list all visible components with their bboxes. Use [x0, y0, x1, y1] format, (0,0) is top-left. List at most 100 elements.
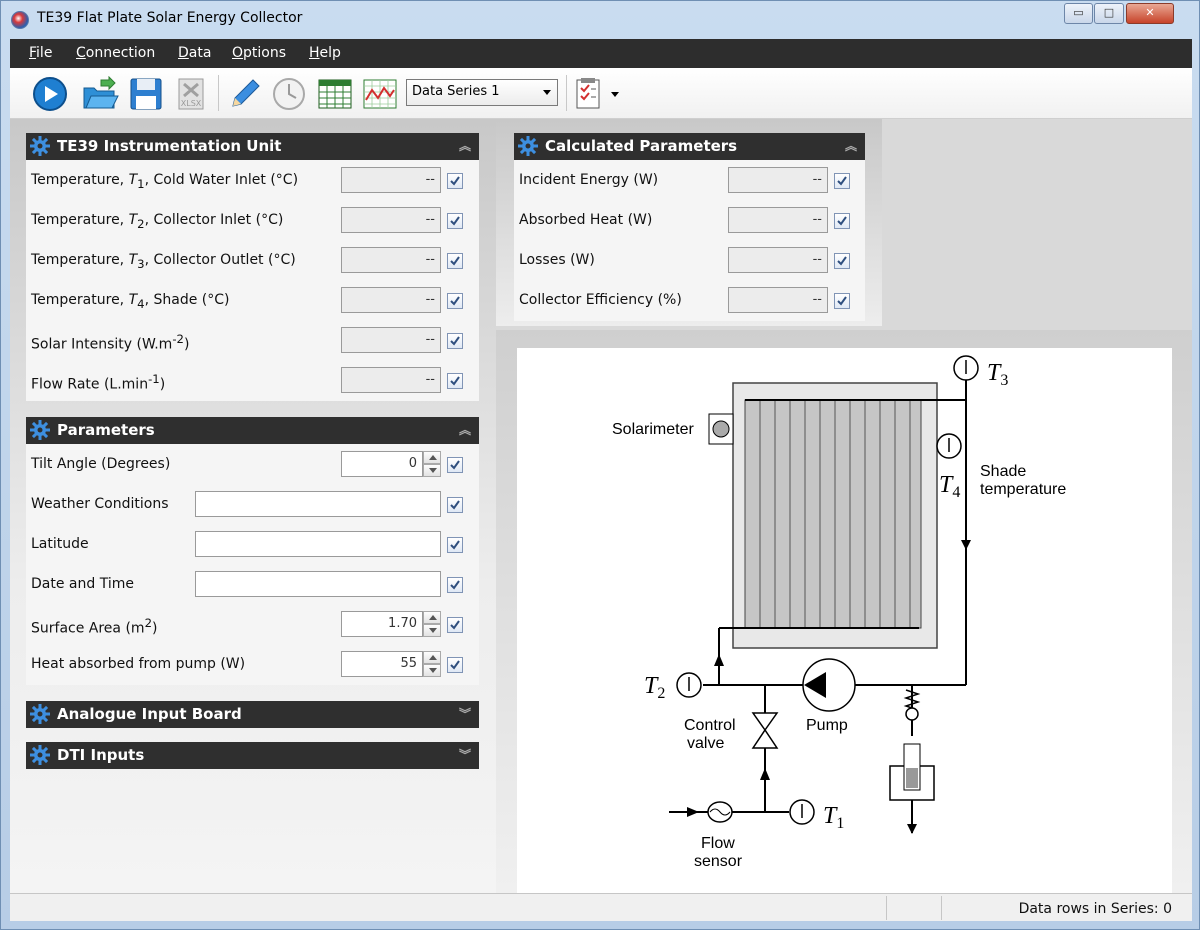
menu-bar: File Connection Data Options Help — [10, 39, 1192, 68]
spinner-down-icon[interactable] — [423, 664, 441, 677]
chevron-down-icon — [543, 90, 551, 95]
dti-inputs-panel: DTI Inputs ︾ — [26, 742, 479, 769]
heat-from-pump-spinner[interactable] — [423, 651, 441, 677]
export-xlsx-icon[interactable]: XLSX — [172, 76, 210, 112]
maximize-button[interactable]: □ — [1094, 3, 1124, 24]
table-icon[interactable] — [316, 76, 354, 112]
param-row-weather: Weather Conditions — [26, 485, 479, 525]
t3-label: T3 — [987, 360, 1008, 389]
control-valve-label-line1: Control — [684, 717, 736, 734]
incident-energy-checkbox[interactable] — [834, 173, 850, 189]
analogue-input-header[interactable]: Analogue Input Board ︾ — [26, 701, 479, 728]
report-icon[interactable] — [571, 76, 609, 112]
spinner-up-icon[interactable] — [423, 611, 441, 624]
analogue-input-title: Analogue Input Board — [57, 705, 242, 723]
weather-conditions-checkbox[interactable] — [447, 497, 463, 513]
spinner-up-icon[interactable] — [423, 451, 441, 464]
status-divider — [941, 896, 942, 920]
latitude-checkbox[interactable] — [447, 537, 463, 553]
flow-arrow-icon — [687, 807, 699, 817]
latitude-input[interactable] — [195, 531, 441, 557]
tilt-angle-spinner[interactable] — [423, 451, 441, 477]
t3-value-field[interactable]: -- — [341, 247, 441, 273]
instrumentation-title: TE39 Instrumentation Unit — [57, 137, 282, 155]
surface-area-spinner[interactable] — [423, 611, 441, 637]
surface-area-checkbox[interactable] — [447, 617, 463, 633]
flow-arrow-icon — [714, 654, 724, 666]
tilt-angle-input[interactable]: 0 — [341, 451, 423, 477]
dti-inputs-title: DTI Inputs — [57, 746, 145, 764]
play-icon[interactable] — [31, 76, 69, 112]
t1-value-field[interactable]: -- — [341, 167, 441, 193]
shade-label-line2: temperature — [980, 481, 1066, 498]
t1-checkbox[interactable] — [447, 173, 463, 189]
collapse-chevron-icon[interactable]: ︽ — [458, 139, 471, 153]
svg-text:XLSX: XLSX — [181, 99, 202, 108]
menu-data[interactable]: Data — [178, 45, 212, 61]
t4-value-field[interactable]: -- — [341, 287, 441, 313]
menu-options[interactable]: Options — [232, 45, 287, 61]
control-valve-icon — [751, 712, 779, 732]
spinner-down-icon[interactable] — [423, 464, 441, 477]
menu-connection[interactable]: Connection — [76, 45, 156, 61]
flow-arrow-icon — [760, 768, 770, 780]
data-series-select[interactable]: Data Series 1 — [406, 79, 558, 106]
flow-rate-checkbox[interactable] — [447, 373, 463, 389]
chart-icon[interactable] — [361, 76, 399, 112]
calculated-header[interactable]: Calculated Parameters ︽ — [514, 133, 865, 160]
toolbar-separator — [218, 75, 219, 111]
dti-inputs-header[interactable]: DTI Inputs ︾ — [26, 742, 479, 769]
expand-chevron-icon[interactable]: ︾ — [458, 707, 471, 721]
open-folder-icon[interactable] — [81, 76, 119, 112]
menu-help[interactable]: Help — [309, 45, 341, 61]
expand-chevron-icon[interactable]: ︾ — [458, 748, 471, 762]
shade-label-line1: Shade — [980, 463, 1026, 480]
menu-file[interactable]: File — [29, 45, 53, 61]
pump-icon — [802, 658, 856, 712]
gear-icon — [30, 745, 50, 765]
tilt-angle-checkbox[interactable] — [447, 457, 463, 473]
heat-from-pump-checkbox[interactable] — [447, 657, 463, 673]
solar-intensity-value-field[interactable]: -- — [341, 327, 441, 353]
instrument-row-flow: Flow Rate (L.min-1) -- — [26, 361, 479, 401]
instrument-row-t4: Temperature, T4, Shade (°C) -- — [26, 281, 479, 321]
report-dropdown-arrow-icon[interactable] — [610, 90, 620, 98]
collapse-chevron-icon[interactable]: ︽ — [458, 423, 471, 437]
save-icon[interactable] — [127, 76, 165, 112]
weather-conditions-input[interactable] — [195, 491, 441, 517]
t3-checkbox[interactable] — [447, 253, 463, 269]
calc-row-efficiency: Collector Efficiency (%) -- — [514, 281, 865, 321]
date-time-input[interactable] — [195, 571, 441, 597]
surface-area-input[interactable]: 1.70 — [341, 611, 423, 637]
parameters-title: Parameters — [57, 421, 155, 439]
parameters-header[interactable]: Parameters ︽ — [26, 417, 479, 444]
solar-intensity-checkbox[interactable] — [447, 333, 463, 349]
collector-efficiency-checkbox[interactable] — [834, 293, 850, 309]
left-column: TE39 Instrumentation Unit ︽ Temperature,… — [10, 119, 496, 893]
calc-row-absorbed: Absorbed Heat (W) -- — [514, 201, 865, 241]
pump-label: Pump — [806, 717, 848, 734]
t2-value-field[interactable]: -- — [341, 207, 441, 233]
flow-arrow-icon — [961, 540, 971, 550]
minimize-button[interactable]: ▭ — [1064, 3, 1093, 24]
t2-checkbox[interactable] — [447, 213, 463, 229]
clock-icon[interactable] — [270, 76, 308, 112]
losses-value: -- — [728, 247, 828, 273]
heat-from-pump-input[interactable]: 55 — [341, 651, 423, 677]
collapse-chevron-icon[interactable]: ︽ — [844, 139, 857, 153]
close-button[interactable]: ✕ — [1126, 3, 1174, 24]
instrumentation-header[interactable]: TE39 Instrumentation Unit ︽ — [26, 133, 479, 160]
date-time-checkbox[interactable] — [447, 577, 463, 593]
t4-checkbox[interactable] — [447, 293, 463, 309]
pencil-icon[interactable] — [225, 76, 263, 112]
collector-efficiency-value: -- — [728, 287, 828, 313]
absorbed-heat-checkbox[interactable] — [834, 213, 850, 229]
flow-arrow-icon — [907, 824, 917, 834]
losses-checkbox[interactable] — [834, 253, 850, 269]
flow-rate-value-field[interactable]: -- — [341, 367, 441, 393]
spinner-down-icon[interactable] — [423, 624, 441, 637]
parameters-panel: Parameters ︽ Tilt Angle (Degrees) 0 Weat… — [26, 417, 479, 685]
spinner-up-icon[interactable] — [423, 651, 441, 664]
status-text: Data rows in Series: 0 — [1018, 901, 1172, 917]
